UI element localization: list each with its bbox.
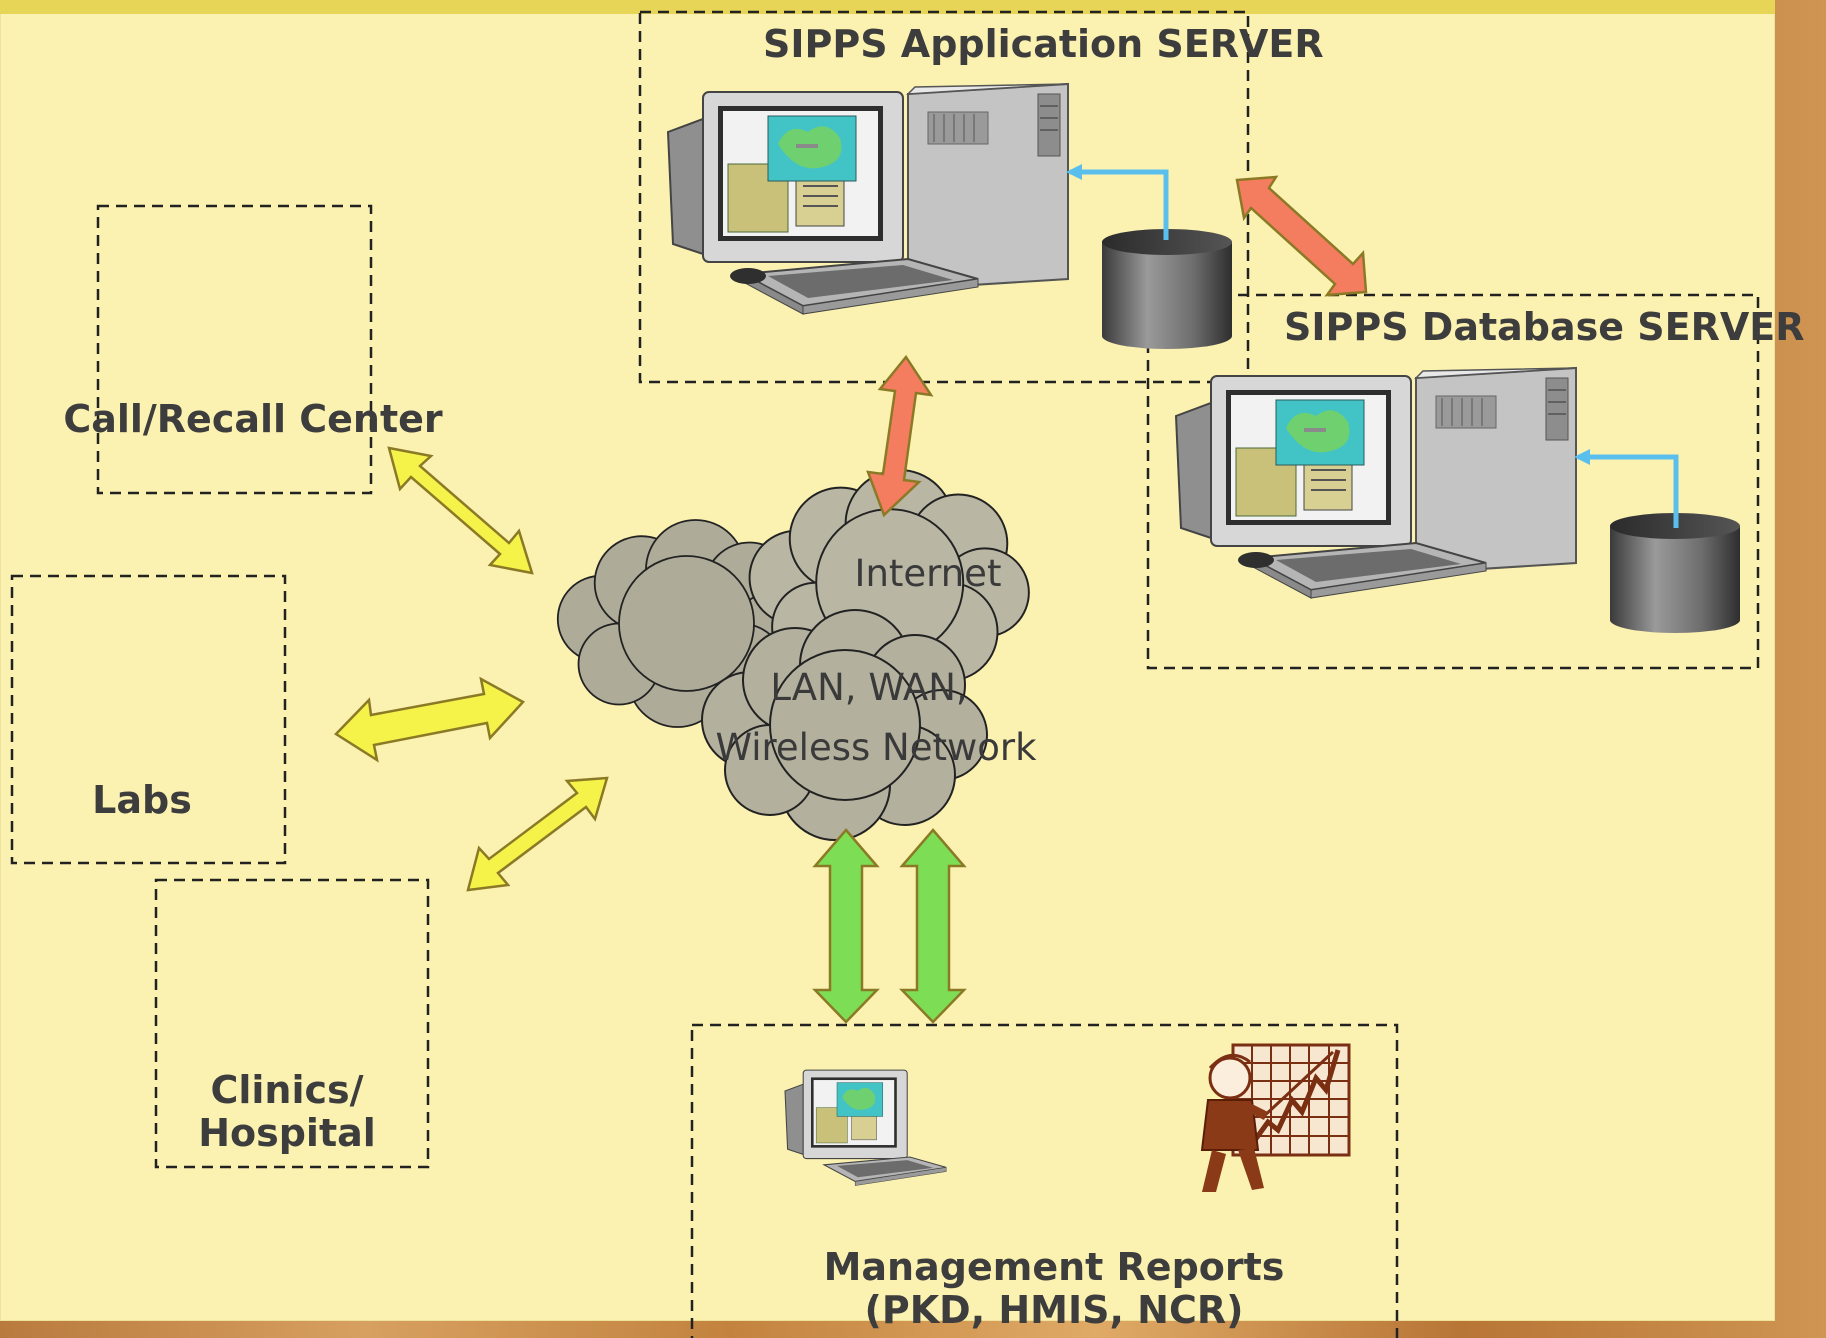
db-server-box — [1146, 293, 1760, 670]
labs-arrow — [334, 676, 525, 763]
database-cylinder-icon — [1610, 513, 1740, 633]
network-cloud-icon — [556, 469, 1030, 841]
reports-arrow-right — [899, 828, 967, 1024]
app-db-arrow — [1235, 175, 1368, 297]
app-server-label: SIPPS Application SERVER — [763, 22, 1324, 66]
app-network-arrow — [866, 354, 934, 518]
call-center-arrow — [387, 446, 534, 575]
labs-label: Labs — [92, 778, 192, 822]
db-link-line — [1070, 169, 1169, 240]
reports-arrow-left — [812, 828, 880, 1024]
db-link-arrowhead — [1574, 449, 1590, 465]
call-center-box — [96, 204, 373, 495]
slide-top-bar — [0, 0, 1775, 14]
presenter-chart-icon — [1200, 1043, 1351, 1192]
network-label-line2: Wireless Network — [715, 726, 1037, 769]
server-computer-icon — [667, 83, 1069, 315]
call-center-label: Call/Recall Center — [63, 397, 443, 441]
workstation-icon — [784, 1069, 947, 1186]
reports-box — [690, 1023, 1399, 1338]
reports-label-line2: (PKD, HMIS, NCR) — [865, 1288, 1244, 1332]
clinics-arrow — [466, 776, 609, 892]
labs-box — [10, 574, 287, 865]
database-cylinder-icon — [1102, 229, 1232, 349]
clinics-label-line2: Hospital — [198, 1111, 376, 1155]
db-link-line — [1578, 454, 1679, 528]
clinics-box — [154, 878, 430, 1169]
network-label-line1: LAN, WAN, — [770, 666, 967, 709]
clinics-label-line1: Clinics/ — [210, 1068, 363, 1112]
db-server-label: SIPPS Database SERVER — [1284, 305, 1804, 349]
db-link-arrowhead — [1066, 164, 1082, 180]
reports-label-line1: Management Reports — [824, 1245, 1285, 1289]
server-computer-icon — [1175, 367, 1577, 599]
internet-label: Internet — [855, 552, 1002, 595]
